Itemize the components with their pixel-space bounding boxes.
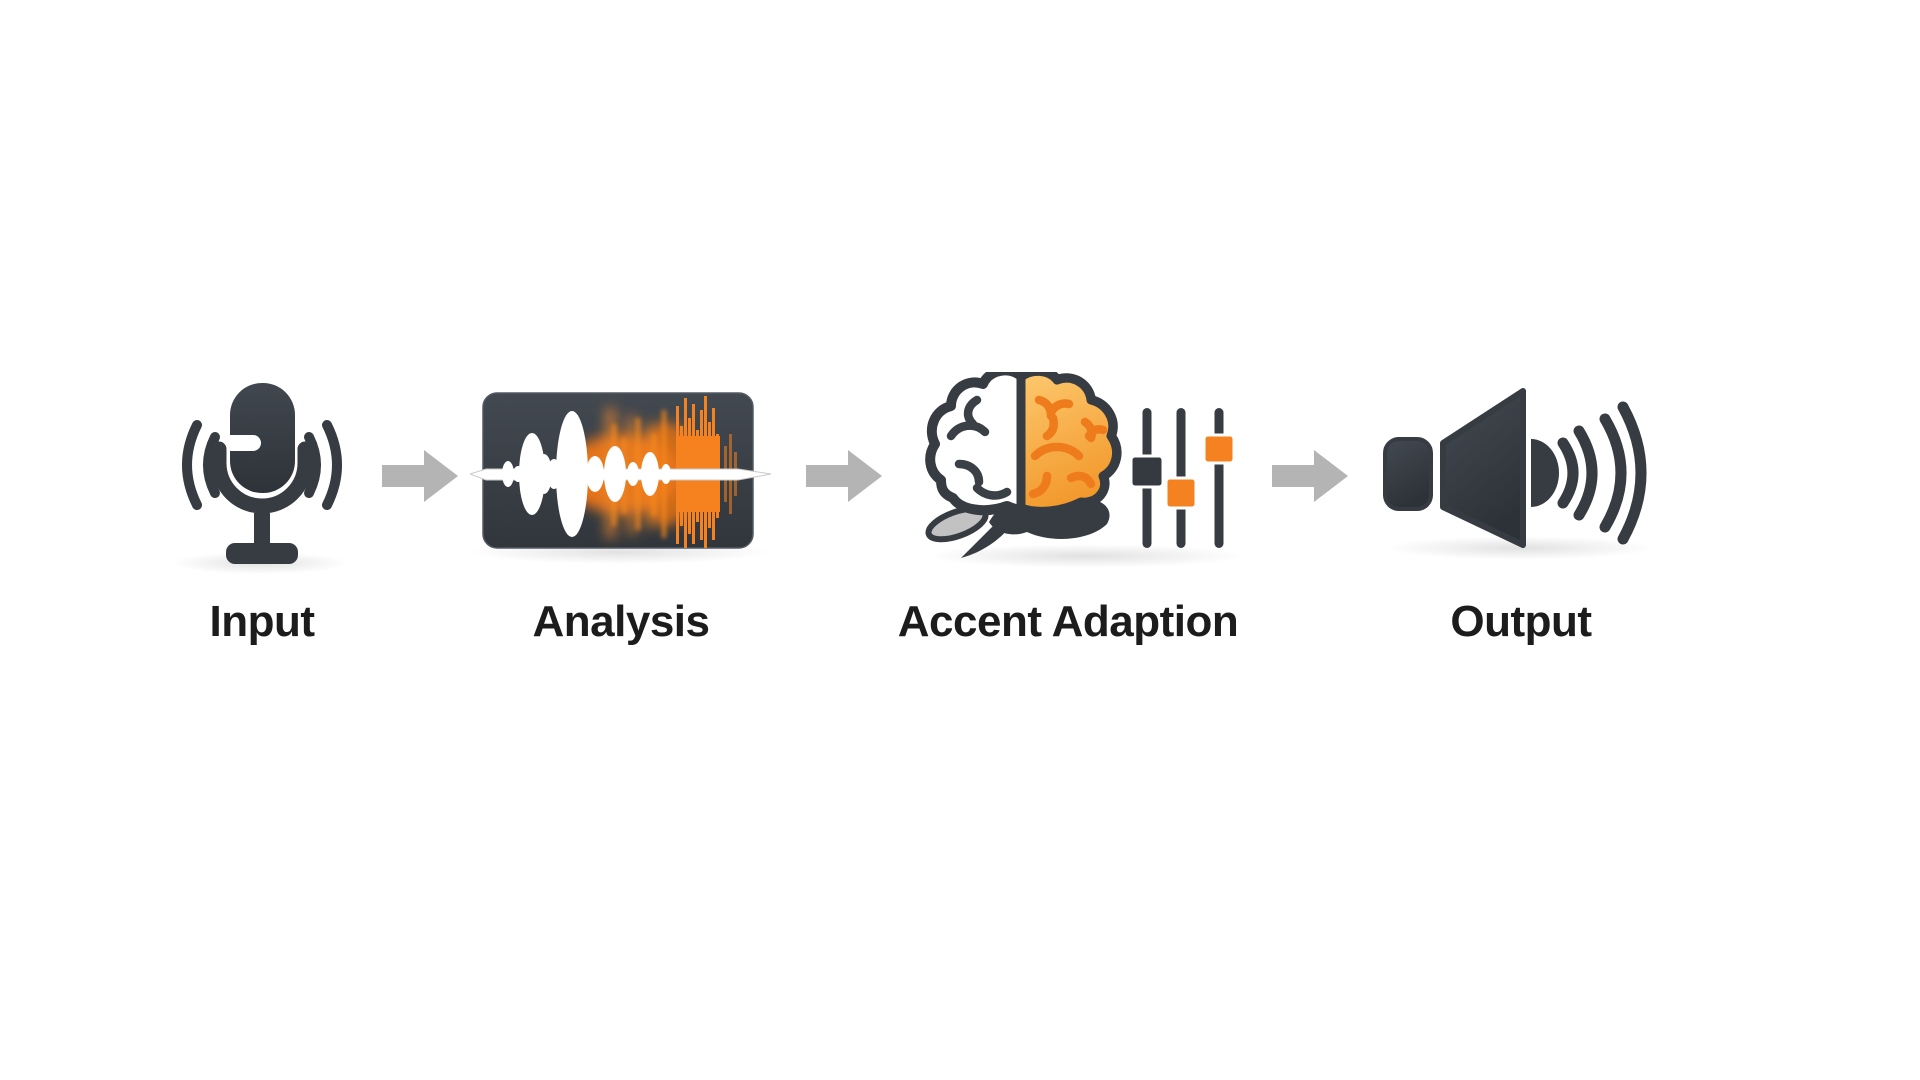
connector-1 (382, 448, 460, 504)
stage-label-input: Input (209, 597, 315, 646)
stage-output (1383, 383, 1653, 553)
audio-waveform-icon (470, 392, 772, 549)
stage-label-analysis: Analysis (532, 597, 710, 646)
microphone-icon (182, 383, 342, 564)
stage-accent-adaption (925, 372, 1240, 567)
stage-analysis (470, 390, 772, 556)
connector-3 (1272, 448, 1350, 504)
connector-2 (806, 448, 884, 504)
stage-input (167, 373, 357, 573)
stage-label-output: Output (1450, 597, 1592, 646)
arrow-right-icon (382, 450, 458, 502)
stage-label-accent-adaption: Accent Adaption (897, 597, 1239, 646)
arrow-right-icon (1272, 450, 1348, 502)
speaker-icon (1383, 388, 1647, 548)
brain-equalizer-icon (925, 372, 1236, 558)
arrow-right-icon (806, 450, 882, 502)
